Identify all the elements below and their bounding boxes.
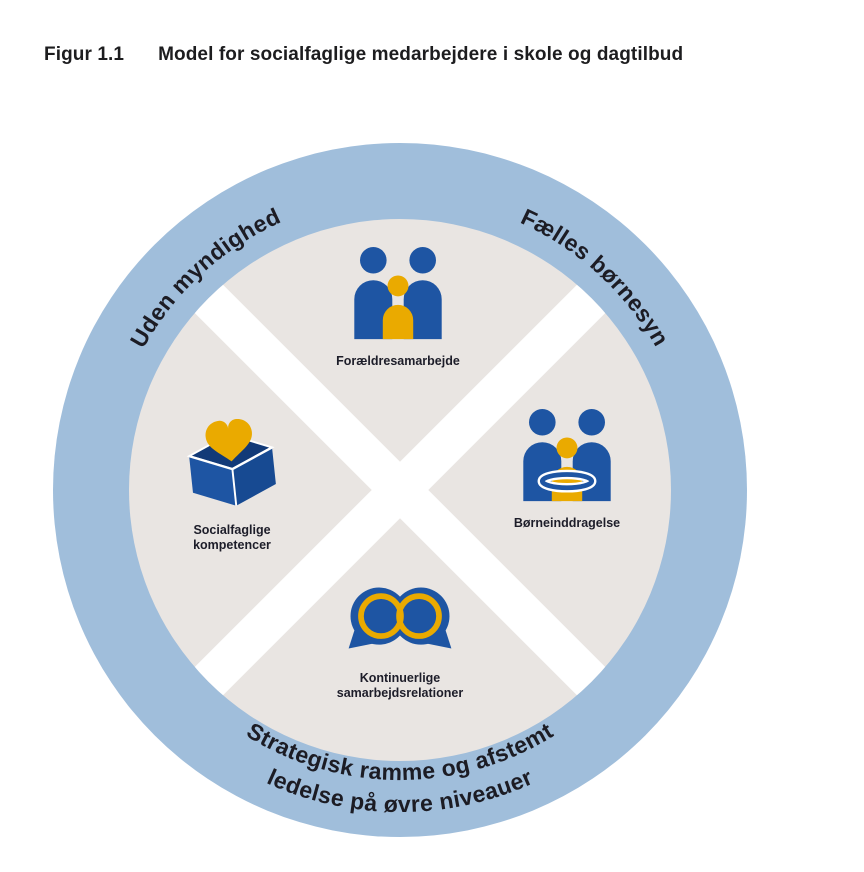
figure-label: Figur 1.1 bbox=[44, 44, 125, 65]
quadrant-left-label-line2: kompetencer bbox=[193, 538, 271, 552]
child-inclusion-ring-icon bbox=[523, 408, 611, 502]
parents-with-child-icon bbox=[354, 246, 442, 340]
quadrant-left: Socialfaglige kompetencer bbox=[152, 405, 312, 553]
cross-divider bbox=[173, 263, 627, 717]
ring-diagram-svg: Uden myndighed Fælles børnesyn Strategis… bbox=[53, 143, 747, 837]
quadrant-right-label: Børneinddragelse bbox=[513, 516, 621, 530]
quadrant-bottom-label-line1: Kontinuerlige bbox=[359, 671, 441, 685]
infinity-loops-icon bbox=[348, 587, 452, 649]
quadrant-left-label-line1: Socialfaglige bbox=[193, 523, 271, 537]
quadrant-bottom: Kontinuerlige samarbejdsrelationer bbox=[320, 578, 480, 701]
quadrant-top-label: Forældresamarbejde bbox=[336, 354, 460, 368]
quadrant-top: Forældresamarbejde bbox=[323, 246, 473, 369]
quadrant-bottom-label-line2: samarbejdsrelationer bbox=[336, 686, 464, 700]
figure-title: Model for socialfaglige medarbejdere i s… bbox=[158, 44, 684, 65]
circle-model-diagram: Uden myndighed Fælles børnesyn Strategis… bbox=[53, 143, 747, 837]
quadrant-bottom-label: Kontinuerlige samarbejdsrelationer bbox=[337, 671, 463, 701]
quadrant-right: Børneinddragelse bbox=[492, 408, 642, 531]
heart-icon bbox=[205, 419, 252, 462]
quadrant-left-label: Socialfaglige kompetencer bbox=[193, 523, 271, 553]
figure-header: Figur 1.1 Model for socialfaglige medarb… bbox=[44, 44, 683, 66]
cross-bar-antidiagonal bbox=[173, 263, 627, 717]
box-with-heart-icon bbox=[186, 419, 276, 506]
